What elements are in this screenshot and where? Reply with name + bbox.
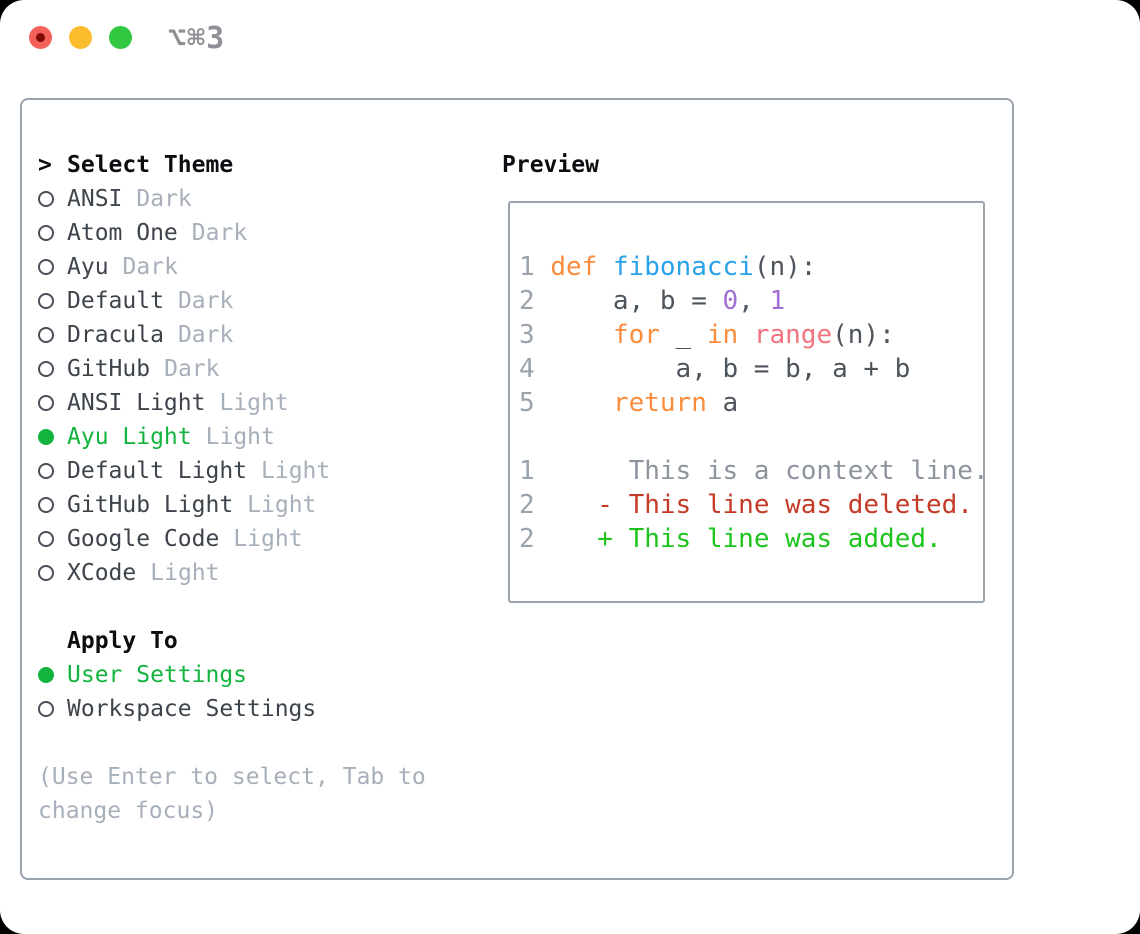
theme-name: Atom One (67, 220, 178, 246)
radio-unselected-icon (38, 395, 67, 411)
apply-to-header: Apply To (38, 624, 488, 658)
theme-option-dracula-dark[interactable]: Dracula Dark (38, 318, 488, 352)
theme-variant-tag: Light (219, 390, 289, 416)
theme-name: XCode (67, 560, 137, 586)
theme-option-github-light[interactable]: GitHub Light Light (38, 488, 488, 522)
radio-unselected-icon (38, 565, 67, 581)
radio-unselected-icon (38, 497, 67, 513)
theme-variant-tag: Light (150, 560, 220, 586)
theme-option-ayu-light[interactable]: Ayu Light Light (38, 420, 488, 454)
theme-option-ayu-dark[interactable]: Ayu Dark (38, 250, 488, 284)
radio-unselected-icon (38, 191, 67, 207)
theme-option-default-light[interactable]: Default Light Light (38, 454, 488, 488)
radio-unselected-icon (38, 701, 67, 717)
theme-variant-tag: Dark (122, 254, 178, 280)
theme-name: Ayu Light (67, 424, 192, 450)
radio-unselected-icon (38, 327, 67, 343)
theme-option-ansi-light[interactable]: ANSI Light Light (38, 386, 488, 420)
theme-variant-tag: Dark (177, 322, 234, 348)
hint-text-line2: change focus) (38, 798, 219, 824)
theme-name: Default Light (67, 458, 248, 484)
titlebar (29, 26, 132, 49)
diff-added-line: 2 + This line was added. (519, 524, 942, 554)
code-line: 5 return a (519, 388, 739, 418)
theme-variant-tag: Light (247, 492, 317, 518)
close-button-icon[interactable] (29, 26, 52, 49)
zoom-button-icon[interactable] (109, 26, 132, 49)
code-line: 2 a, b = 0, 1 (519, 286, 786, 316)
spacer-row (38, 590, 488, 624)
theme-option-atom-one-dark[interactable]: Atom One Dark (38, 216, 488, 250)
select-theme-header: > Select Theme (38, 148, 488, 182)
theme-name: Dracula (67, 322, 164, 348)
radio-unselected-icon (38, 463, 67, 479)
apply-option-workspace-settings[interactable]: Workspace Settings (38, 692, 488, 726)
apply-option-user-settings[interactable]: User Settings (38, 658, 488, 692)
radio-selected-icon (38, 429, 67, 445)
section-title: Apply To (67, 628, 178, 654)
apply-option-label: User Settings (67, 662, 248, 688)
radio-unselected-icon (38, 259, 67, 275)
code-line: 4 a, b = b, a + b (519, 354, 911, 384)
spacer-row (38, 726, 488, 760)
theme-name: ANSI Light (67, 390, 206, 416)
code-line: 3 for _ in range(n): (519, 320, 895, 350)
radio-unselected-icon (38, 293, 67, 309)
theme-name: GitHub Light (67, 492, 234, 518)
code-line-blank (519, 420, 983, 454)
theme-name: Default (67, 288, 164, 314)
radio-unselected-icon (38, 361, 67, 377)
radio-selected-icon (38, 667, 67, 683)
minimize-button-icon[interactable] (69, 26, 92, 49)
theme-option-google-code-light[interactable]: Google Code Light (38, 522, 488, 556)
theme-variant-tag: Dark (136, 186, 192, 212)
theme-option-github-dark[interactable]: GitHub Dark (38, 352, 488, 386)
code-line: 1 def fibonacci(n): (519, 252, 817, 282)
theme-name: Ayu (67, 254, 109, 280)
radio-unselected-icon (38, 531, 67, 547)
apply-option-label: Workspace Settings (67, 696, 317, 722)
theme-variant-tag: Light (205, 424, 275, 450)
theme-variant-tag: Light (233, 526, 303, 552)
diff-context-line: 1 This is a context line. (519, 456, 985, 486)
theme-variant-tag: Light (261, 458, 331, 484)
theme-option-xcode-light[interactable]: XCode Light (38, 556, 488, 590)
theme-variant-tag: Dark (191, 220, 248, 246)
theme-variant-tag: Dark (177, 288, 234, 314)
page-title: Select Theme (67, 152, 234, 178)
theme-name: Google Code (67, 526, 220, 552)
theme-name: GitHub (67, 356, 151, 382)
preview-title: Preview (502, 152, 599, 178)
theme-variant-tag: Dark (164, 356, 220, 382)
diff-deleted-line: 2 - This line was deleted. (519, 490, 973, 520)
theme-name: ANSI (67, 186, 123, 212)
radio-unselected-icon (38, 225, 67, 241)
theme-option-ansi-dark[interactable]: ANSI Dark (38, 182, 488, 216)
prompt-icon: > (38, 152, 52, 178)
window-shortcut-label: ⌥⌘3 (168, 21, 226, 56)
theme-option-default-dark[interactable]: Default Dark (38, 284, 488, 318)
preview-box: 1 def fibonacci(n): 2 a, b = 0, 1 3 for … (508, 201, 985, 603)
hint-text-line1: (Use Enter to select, Tab to (38, 764, 426, 790)
